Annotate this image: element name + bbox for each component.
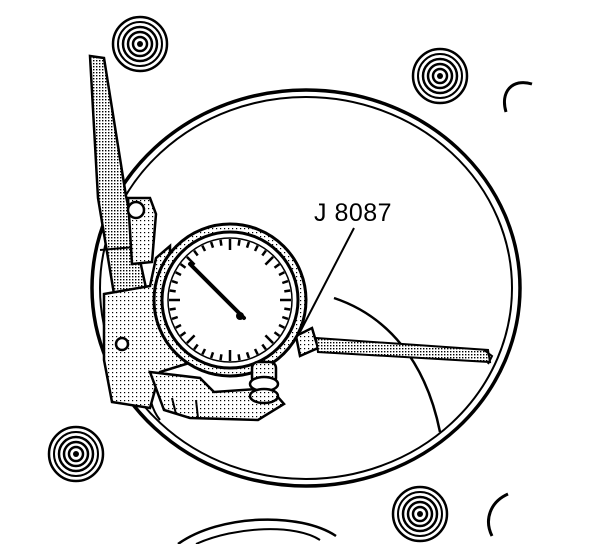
- adjacent-bore-edge-right: [503, 81, 533, 113]
- gauge-probe-rod: [294, 326, 494, 365]
- dial-tick: [201, 348, 207, 355]
- gauge-plunger-knob: [248, 360, 280, 405]
- bolt-hole-top-right: [411, 47, 469, 105]
- dial-tick: [179, 331, 187, 337]
- dial-tick: [281, 315, 289, 321]
- dial-tick: [264, 334, 274, 344]
- dial-tick: [186, 334, 196, 344]
- dial-tick: [209, 241, 215, 249]
- dial-tick: [219, 239, 223, 246]
- dial-tick: [175, 323, 182, 329]
- threaded-bolt-hole-icon: [47, 425, 105, 483]
- dial-tick: [261, 343, 267, 351]
- threaded-bolt-hole-icon: [411, 47, 469, 105]
- dial-tick: [219, 354, 223, 361]
- dial-tick: [261, 249, 267, 257]
- threaded-bolt-hole-icon: [111, 15, 169, 73]
- dial-tick: [281, 279, 289, 285]
- bore-far-wall-arc: [333, 296, 442, 433]
- dial-tick: [186, 256, 196, 266]
- adjacent-bore-edge-lower-right: [487, 492, 509, 537]
- tool-callout-label: J 8087: [314, 199, 393, 227]
- dial-tick: [278, 323, 285, 329]
- dial-tick: [201, 245, 207, 252]
- dial-tick: [284, 307, 291, 311]
- dial-tick: [209, 351, 215, 359]
- dial-tick: [171, 315, 179, 321]
- dial-tick: [237, 239, 241, 246]
- dial-tick: [193, 249, 199, 257]
- adjacent-bore-edge-bottom: [177, 518, 337, 544]
- dial-tick: [245, 241, 251, 249]
- dial-tick: [171, 279, 179, 285]
- bolt-hole-bottom-right: [391, 485, 449, 543]
- dial-tick: [169, 307, 176, 311]
- dial-tick: [237, 354, 241, 361]
- dial-tick: [273, 331, 281, 337]
- callout-leader-line: [299, 227, 355, 333]
- dial-tick: [278, 271, 285, 277]
- dial-tick: [179, 263, 187, 269]
- dial-tick: [253, 245, 259, 252]
- dial-tick: [273, 263, 281, 269]
- gauge-needle-icon: [188, 262, 246, 320]
- dial-tick: [175, 271, 182, 277]
- cylinder-bore: [90, 88, 522, 488]
- dial-gauge-icon: [152, 222, 308, 378]
- bolt-hole-top-left: [111, 15, 169, 73]
- dial-tick: [264, 256, 274, 266]
- dial-tick: [284, 289, 291, 293]
- dial-tick: [253, 348, 259, 355]
- threaded-bolt-hole-icon: [391, 485, 449, 543]
- dial-tick: [245, 351, 251, 359]
- dial-tick: [169, 289, 176, 293]
- bolt-hole-bottom-left: [47, 425, 105, 483]
- dial-tick: [193, 343, 199, 351]
